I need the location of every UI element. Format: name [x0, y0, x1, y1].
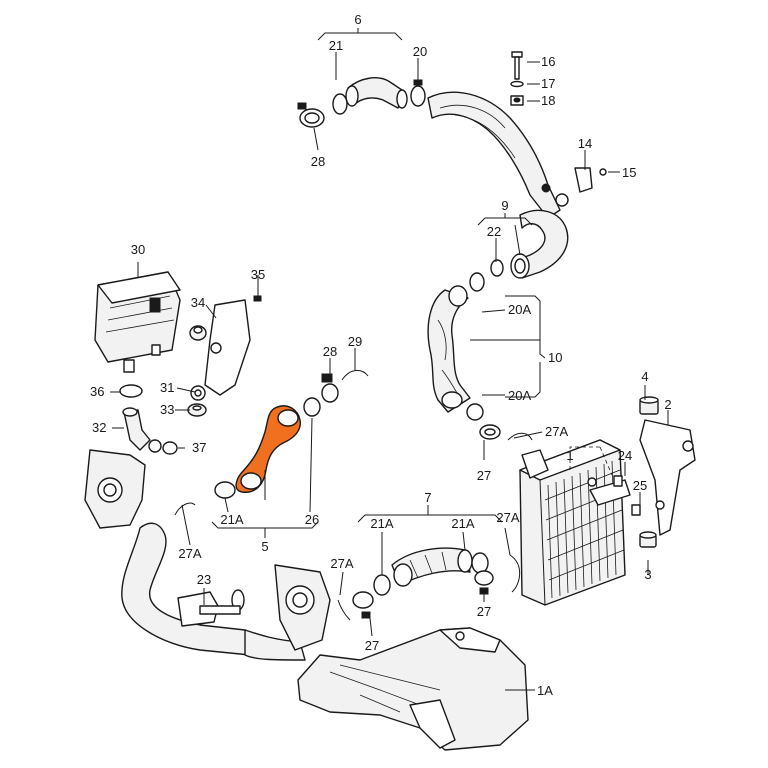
label-1: 1 [566, 448, 573, 463]
part-1A-air-duct [297, 627, 529, 751]
label-2: 2 [664, 397, 671, 412]
label-27-lower-right: 27 [477, 604, 491, 619]
label-27-lower-left: 27 [365, 638, 379, 653]
label-24: 24 [618, 448, 632, 463]
label-34: 34 [191, 295, 205, 310]
label-28-top: 28 [311, 154, 325, 169]
label-21A-left: 21A [220, 512, 243, 527]
part-30-reservoir [94, 271, 262, 455]
label-20A-top: 20A [508, 302, 531, 317]
label-21A-right: 21A [451, 516, 474, 531]
part-1-intercooler [519, 439, 631, 606]
label-1A: 1A [537, 683, 553, 698]
part-5-hose [214, 370, 369, 499]
callout-labels: 6 21 20 16 17 18 28 14 15 9 22 30 35 34 … [90, 12, 672, 698]
label-27A-left: 27A [178, 546, 201, 561]
label-5: 5 [261, 539, 268, 554]
label-21A-mid: 21A [370, 516, 393, 531]
part-23-pipe [84, 449, 331, 661]
label-27-right: 27 [477, 468, 491, 483]
part-6-hose-assembly [297, 51, 561, 219]
label-29: 29 [348, 334, 362, 349]
label-21: 21 [329, 38, 343, 53]
part-10-hose [427, 259, 533, 441]
label-20A-bottom: 20A [508, 388, 531, 403]
label-33: 33 [160, 402, 174, 417]
label-9: 9 [501, 198, 508, 213]
label-36: 36 [90, 384, 104, 399]
part-2-bracket [613, 396, 696, 548]
leader-lines [110, 28, 669, 691]
label-14: 14 [578, 136, 592, 151]
label-16: 16 [541, 54, 555, 69]
label-22: 22 [487, 224, 501, 239]
label-6: 6 [354, 12, 361, 27]
label-35: 35 [251, 267, 265, 282]
label-28-mid: 28 [323, 344, 337, 359]
part-9-pipe [510, 167, 607, 279]
label-17: 17 [541, 76, 555, 91]
label-26: 26 [305, 512, 319, 527]
label-30: 30 [131, 242, 145, 257]
label-25: 25 [633, 478, 647, 493]
label-37: 37 [192, 440, 206, 455]
label-18: 18 [541, 93, 555, 108]
label-3: 3 [644, 567, 651, 582]
label-15: 15 [622, 165, 636, 180]
label-27A-center: 27A [330, 556, 353, 571]
label-4: 4 [641, 369, 648, 384]
label-27A-right: 27A [545, 424, 568, 439]
label-20: 20 [413, 44, 427, 59]
label-7: 7 [424, 490, 431, 505]
label-23: 23 [197, 572, 211, 587]
label-32: 32 [92, 420, 106, 435]
part-7-hose [337, 547, 521, 621]
label-31: 31 [160, 380, 174, 395]
label-27A-mid-right: 27A [496, 510, 519, 525]
label-10: 10 [548, 350, 562, 365]
